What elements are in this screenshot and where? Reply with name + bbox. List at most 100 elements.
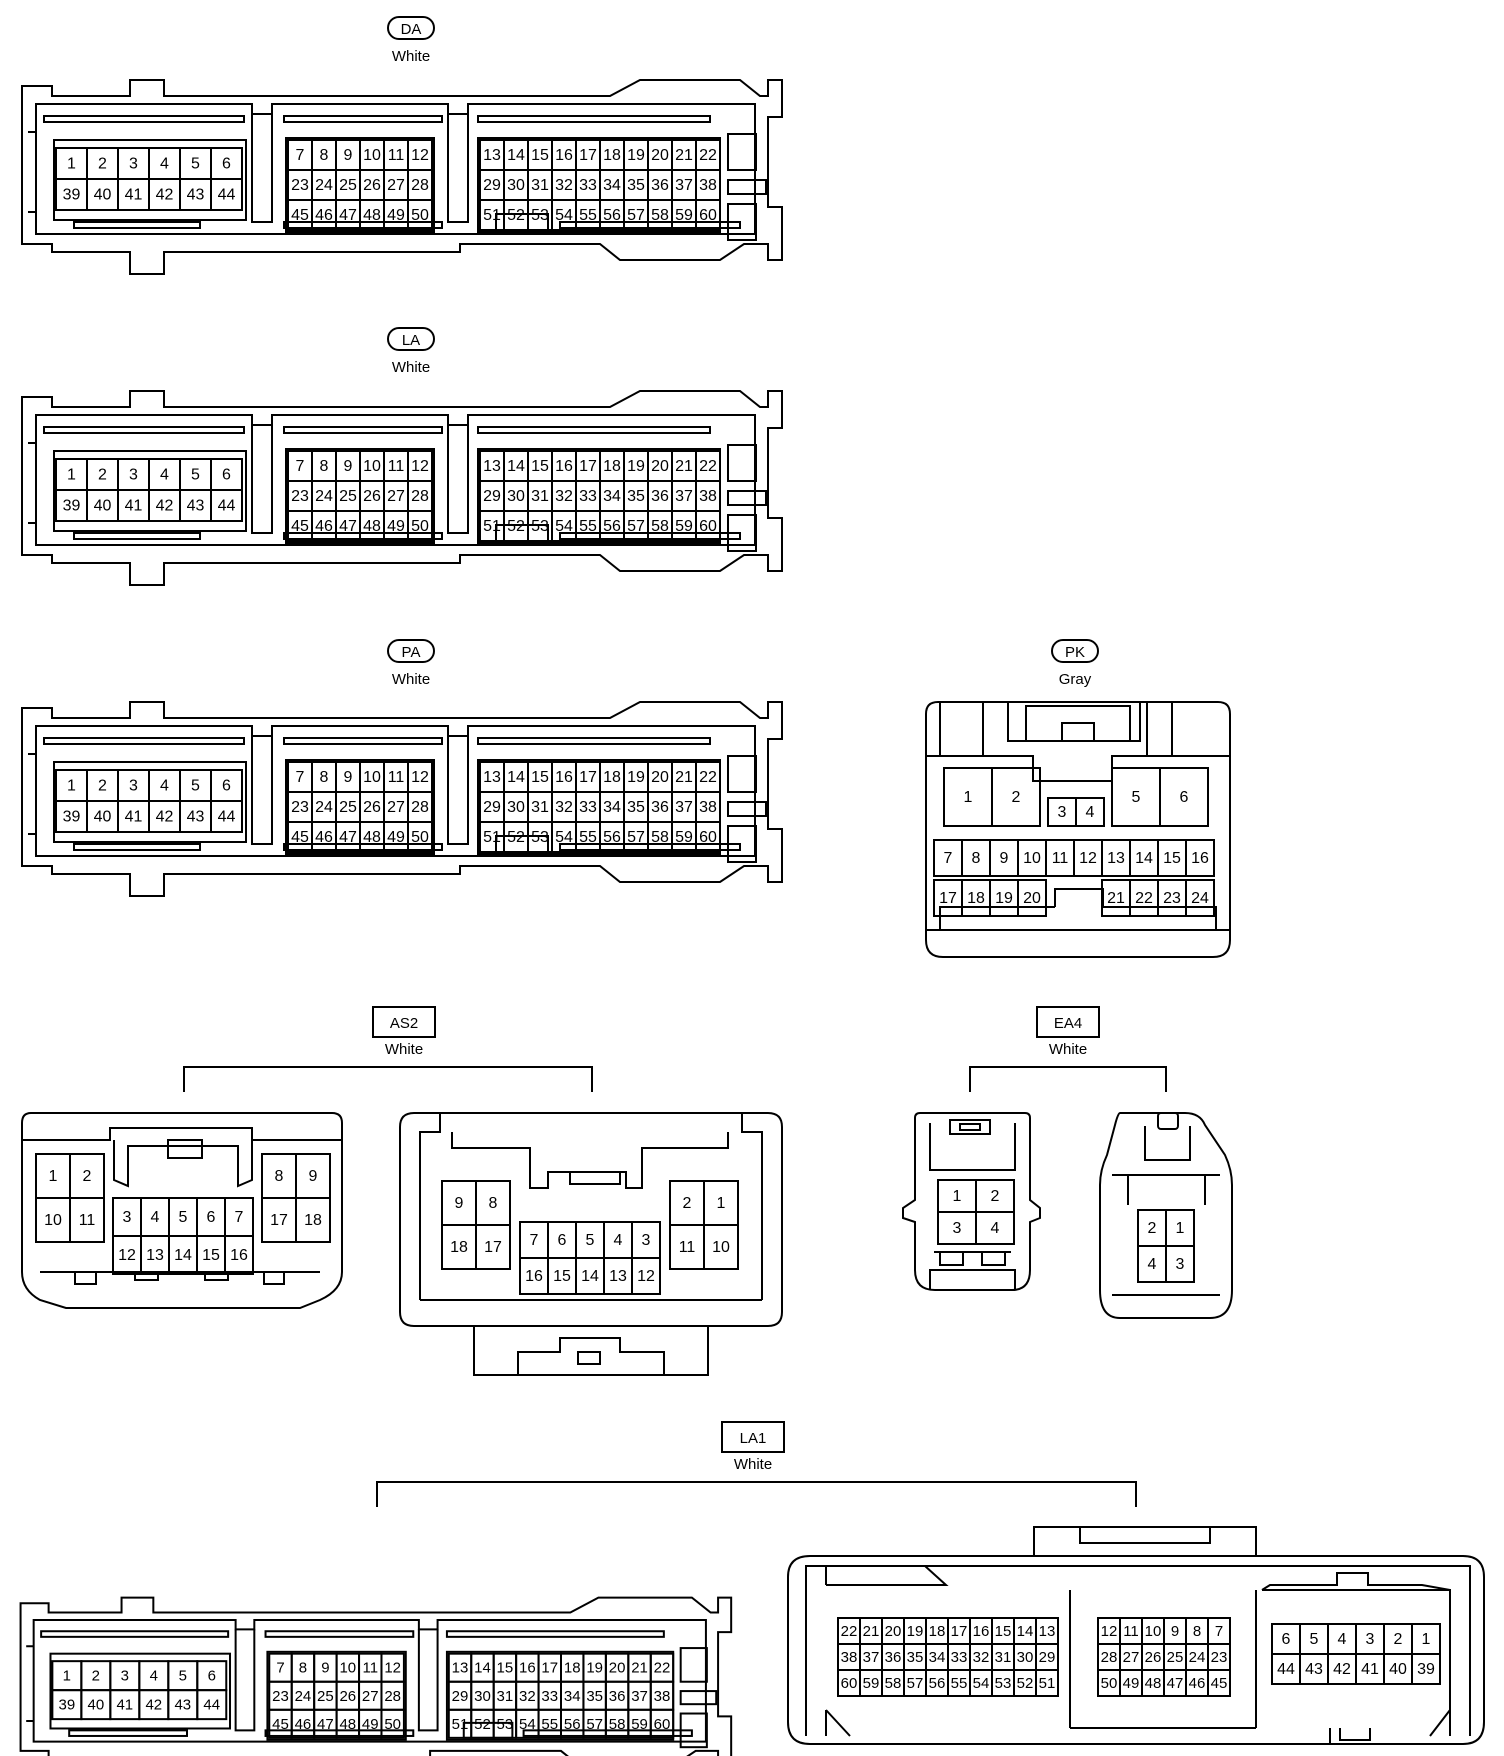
connector-la-pin-number: 46 xyxy=(315,518,333,535)
connector-la1-pin-cell xyxy=(649,1708,675,1739)
connector-la-pin-number: 25 xyxy=(339,488,357,505)
connector-la-pin-number: 8 xyxy=(320,458,329,475)
connector-da-pin-number: 52 xyxy=(507,207,525,224)
connector-pa-pin-number: 11 xyxy=(388,769,405,786)
connector-pa-code: PA xyxy=(402,644,421,661)
connector-ea4-color: White xyxy=(1049,1041,1087,1058)
connector-la1-pin-number: 46 xyxy=(1189,1675,1206,1692)
connector-pk-pin-number: 20 xyxy=(1023,890,1041,907)
connector-pa-pin-number: 41 xyxy=(125,809,143,826)
connector-pa-pin-number: 22 xyxy=(699,769,717,786)
connector-la1-pin-number: 19 xyxy=(586,1660,603,1677)
connector-pk-pin-number: 9 xyxy=(1000,850,1009,867)
connector-pa-pin-number: 19 xyxy=(627,769,645,786)
connector-pa-pin-number: 58 xyxy=(651,829,669,846)
connector-la-pin-number: 52 xyxy=(507,518,525,535)
connector-la1-pin-number: 5 xyxy=(179,1668,187,1685)
connector-da-pin-cell xyxy=(407,199,433,231)
connector-la1-pin-number: 60 xyxy=(841,1675,858,1692)
connector-pa-pin-number: 37 xyxy=(675,799,693,816)
connector-pa-pin-number: 33 xyxy=(579,799,597,816)
connector-la1-pin-number: 31 xyxy=(995,1649,1012,1666)
connector-as2-pin-number: 11 xyxy=(79,1212,96,1229)
connector-as2-pin-number: 1 xyxy=(49,1168,58,1185)
connector-la1-pin-number: 12 xyxy=(1101,1623,1118,1640)
connector-la-pin-number: 53 xyxy=(531,518,549,535)
connector-la-pin-number: 45 xyxy=(291,518,309,535)
connector-la-pin-number: 2 xyxy=(98,467,107,484)
connector-la-pin-number: 5 xyxy=(191,467,200,484)
connector-la1-pin-number: 10 xyxy=(1145,1623,1162,1640)
connector-da-pin-number: 51 xyxy=(483,207,501,224)
connector-la-pin-number: 42 xyxy=(156,498,174,515)
connector-la1-pin-number: 9 xyxy=(1171,1623,1179,1640)
connector-la-pin-number: 37 xyxy=(675,488,693,505)
connector-la1-pin-number: 37 xyxy=(631,1688,648,1705)
connector-da-pin-number: 17 xyxy=(579,147,597,164)
connector-la-pin-number: 28 xyxy=(411,488,429,505)
connector-pa-pin-number: 55 xyxy=(579,829,597,846)
connector-as2-color: White xyxy=(385,1041,423,1058)
connector-pa-pin-number: 36 xyxy=(651,799,669,816)
connector-as2-pin-cell xyxy=(703,1224,739,1270)
connector-pa-pin-number: 5 xyxy=(191,778,200,795)
connector-pa-pin-number: 56 xyxy=(603,829,621,846)
connector-la1-pin-number: 54 xyxy=(973,1675,990,1692)
connector-la-pin-number: 43 xyxy=(187,498,205,515)
connector-la1-pin-number: 16 xyxy=(519,1660,536,1677)
connector-la1-pin-number: 54 xyxy=(519,1716,536,1733)
connector-la1-pin-number: 51 xyxy=(452,1716,469,1733)
connector-la-pin-number: 11 xyxy=(388,458,405,475)
connector-ea4-code: EA4 xyxy=(1054,1015,1082,1032)
connector-pk-pin-cell xyxy=(991,767,1041,827)
connector-pa-pin-number: 34 xyxy=(603,799,621,816)
connector-la-pin-number: 20 xyxy=(651,458,669,475)
connector-la1-pin-number: 47 xyxy=(317,1716,334,1733)
connector-ea4-pin-number: 3 xyxy=(1176,1256,1185,1273)
connector-la1-pin-number: 37 xyxy=(863,1649,880,1666)
connector-la1-pin-number: 38 xyxy=(841,1649,858,1666)
connector-la1-pin-number: 27 xyxy=(362,1688,379,1705)
connector-la1-pin-number: 21 xyxy=(631,1660,648,1677)
connector-da-pin-number: 28 xyxy=(411,177,429,194)
connector-da-pin-number: 50 xyxy=(411,207,429,224)
connector-la1-pin-number: 43 xyxy=(1305,1661,1323,1678)
connector-pa-pin-number: 6 xyxy=(222,778,231,795)
connector-la1-pin-number: 20 xyxy=(885,1623,902,1640)
connector-da-pin-number: 23 xyxy=(291,177,309,194)
connector-la-pin-number: 18 xyxy=(603,458,621,475)
connector-pk-pin-number: 1 xyxy=(964,789,973,806)
connector-la-pin-number: 6 xyxy=(222,467,231,484)
connector-da-pin-number: 58 xyxy=(651,207,669,224)
connector-pa-pin-number: 1 xyxy=(67,778,76,795)
connector-la1-pin-number: 7 xyxy=(1215,1623,1223,1640)
connector-la1-pin-number: 57 xyxy=(586,1716,603,1733)
connector-la1-pin-number: 22 xyxy=(654,1660,671,1677)
connector-pa-pin-number: 47 xyxy=(339,829,357,846)
connector-pk-code: PK xyxy=(1065,644,1085,661)
connector-la1-pin-number: 33 xyxy=(951,1649,968,1666)
connector-pk-pin-number: 18 xyxy=(967,890,985,907)
connector-da-pin-number: 36 xyxy=(651,177,669,194)
connector-da-pin-number: 47 xyxy=(339,207,357,224)
connector-la-pin-number: 3 xyxy=(129,467,138,484)
connector-ea4-pin-number: 1 xyxy=(953,1188,962,1205)
connector-la1-pin-number: 30 xyxy=(1017,1649,1034,1666)
connector-la1-pin-number: 24 xyxy=(295,1688,312,1705)
connector-da-pin-number: 8 xyxy=(320,147,329,164)
connector-pa-pin-number: 49 xyxy=(387,829,405,846)
connector-la1-pin-number: 11 xyxy=(362,1660,378,1677)
connector-pk-pin-number: 11 xyxy=(1052,850,1069,867)
connector-da-pin-number: 41 xyxy=(125,187,143,204)
connector-la-pin-number: 12 xyxy=(411,458,429,475)
connector-pa-pin-number: 42 xyxy=(156,809,174,826)
connector-da-pin-number: 21 xyxy=(675,147,693,164)
connector-la-pin-number: 41 xyxy=(125,498,143,515)
connector-la1-pin-number: 29 xyxy=(452,1688,469,1705)
connector-as2-bracket xyxy=(183,1066,593,1092)
connector-da-pin-number: 60 xyxy=(699,207,717,224)
connector-da-pin-number: 1 xyxy=(67,156,76,173)
